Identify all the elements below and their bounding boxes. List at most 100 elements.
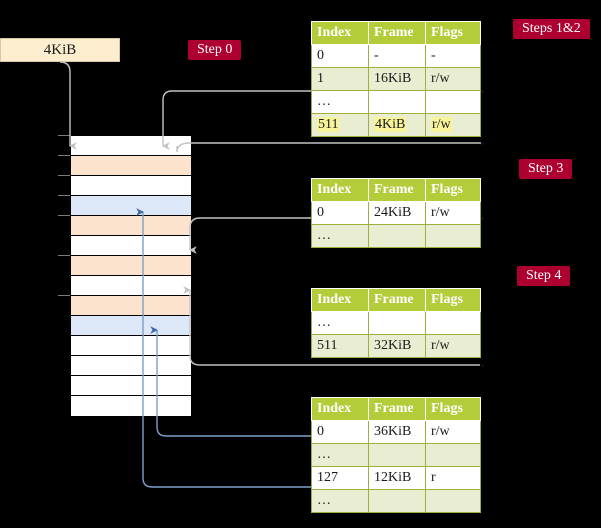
memory-frame-row [71, 316, 191, 336]
table-cell: r/w [425, 67, 481, 91]
column-header-index: Index [311, 288, 369, 312]
table-cell [425, 224, 481, 248]
table-cell: r/w [425, 420, 481, 444]
table-row: … [311, 311, 481, 335]
physical-memory-frames [70, 135, 191, 416]
table-cell [368, 311, 426, 335]
table-cell: … [311, 224, 369, 248]
table-row: … [311, 443, 481, 467]
table-cell: r/w [425, 113, 481, 137]
badge-step-3: Step 3 [519, 159, 573, 180]
frame-tick [58, 195, 70, 196]
connector-dot-t1b [481, 142, 484, 145]
source-block-4kib: 4KiB [0, 38, 120, 62]
table-cell: … [311, 90, 369, 114]
badge-step-4: Step 4 [517, 266, 571, 287]
arrow-source-to-frame [59, 61, 77, 150]
table-cell: 0 [311, 420, 369, 444]
column-header-flags: Flags [425, 178, 481, 202]
memory-frame-row [71, 396, 191, 416]
badge-step-0: Step 0 [188, 40, 242, 61]
column-header-index: Index [311, 21, 369, 45]
table-cell: r/w [425, 201, 481, 225]
table-cell: r/w [425, 334, 481, 358]
memory-frame-row [71, 256, 191, 276]
table-cell: 12KiB [368, 466, 426, 490]
memory-frame-row [71, 276, 191, 296]
column-header-frame: Frame [368, 397, 426, 421]
column-header-flags: Flags [425, 397, 481, 421]
table-cell: 0 [311, 201, 369, 225]
connector-dot-t3 [481, 364, 484, 367]
frame-tick [58, 175, 70, 176]
connector-dot-t2 [481, 217, 484, 220]
table-cell: 24KiB [368, 201, 426, 225]
frame-tick [58, 215, 70, 216]
table-cell: r [425, 466, 481, 490]
table-cell: 0 [311, 44, 369, 68]
highlighted-value: 511 [317, 117, 340, 132]
memory-frame-row [71, 216, 191, 236]
column-header-frame: Frame [368, 288, 426, 312]
table-cell: 127 [311, 466, 369, 490]
memory-frame-row [71, 136, 191, 156]
table-row: 511 4KiB r/w [311, 113, 481, 137]
table-cell: 16KiB [368, 67, 426, 91]
memory-frame-row [71, 236, 191, 256]
column-header-flags: Flags [425, 21, 481, 45]
table-cell: - [425, 44, 481, 68]
table-cell [425, 443, 481, 467]
table-cell: 4KiB [368, 113, 426, 137]
highlighted-value: r/w [431, 117, 452, 132]
badge-steps-1-2: Steps 1&2 [513, 19, 590, 40]
column-header-index: Index [311, 178, 369, 202]
table-cell: 36KiB [368, 420, 426, 444]
table-cell: … [311, 489, 369, 513]
memory-frame-row [71, 356, 191, 376]
memory-frame-row [71, 176, 191, 196]
column-header-flags: Flags [425, 288, 481, 312]
table-cell [425, 489, 481, 513]
frame-tick [58, 255, 70, 256]
table-cell: 511 [311, 334, 369, 358]
frame-tick [58, 155, 70, 156]
frame-tick [58, 295, 70, 296]
highlighted-value: 4KiB [374, 117, 407, 132]
table-cell [368, 489, 426, 513]
table-row: … [311, 224, 481, 248]
connector-dot-t1 [481, 90, 484, 93]
table-row: … [311, 90, 481, 114]
table-cell: … [311, 443, 369, 467]
table-cell: 1 [311, 67, 369, 91]
memory-frame-row [71, 156, 191, 176]
table-cell [425, 311, 481, 335]
table-row: … [311, 489, 481, 513]
memory-frame-row [71, 376, 191, 396]
memory-frame-row [71, 196, 191, 216]
table-cell [368, 224, 426, 248]
column-header-index: Index [311, 397, 369, 421]
table-cell: … [311, 311, 369, 335]
column-header-frame: Frame [368, 21, 426, 45]
table-cell: 32KiB [368, 334, 426, 358]
frame-tick [58, 135, 70, 136]
table-cell: - [368, 44, 426, 68]
table-cell: 511 [311, 113, 369, 137]
source-block-label: 4KiB [43, 41, 77, 58]
memory-frame-row [71, 336, 191, 356]
table-row: 0-- [311, 44, 481, 68]
table-cell [368, 443, 426, 467]
table-cell [368, 90, 426, 114]
memory-frame-row [71, 296, 191, 316]
table-cell [425, 90, 481, 114]
